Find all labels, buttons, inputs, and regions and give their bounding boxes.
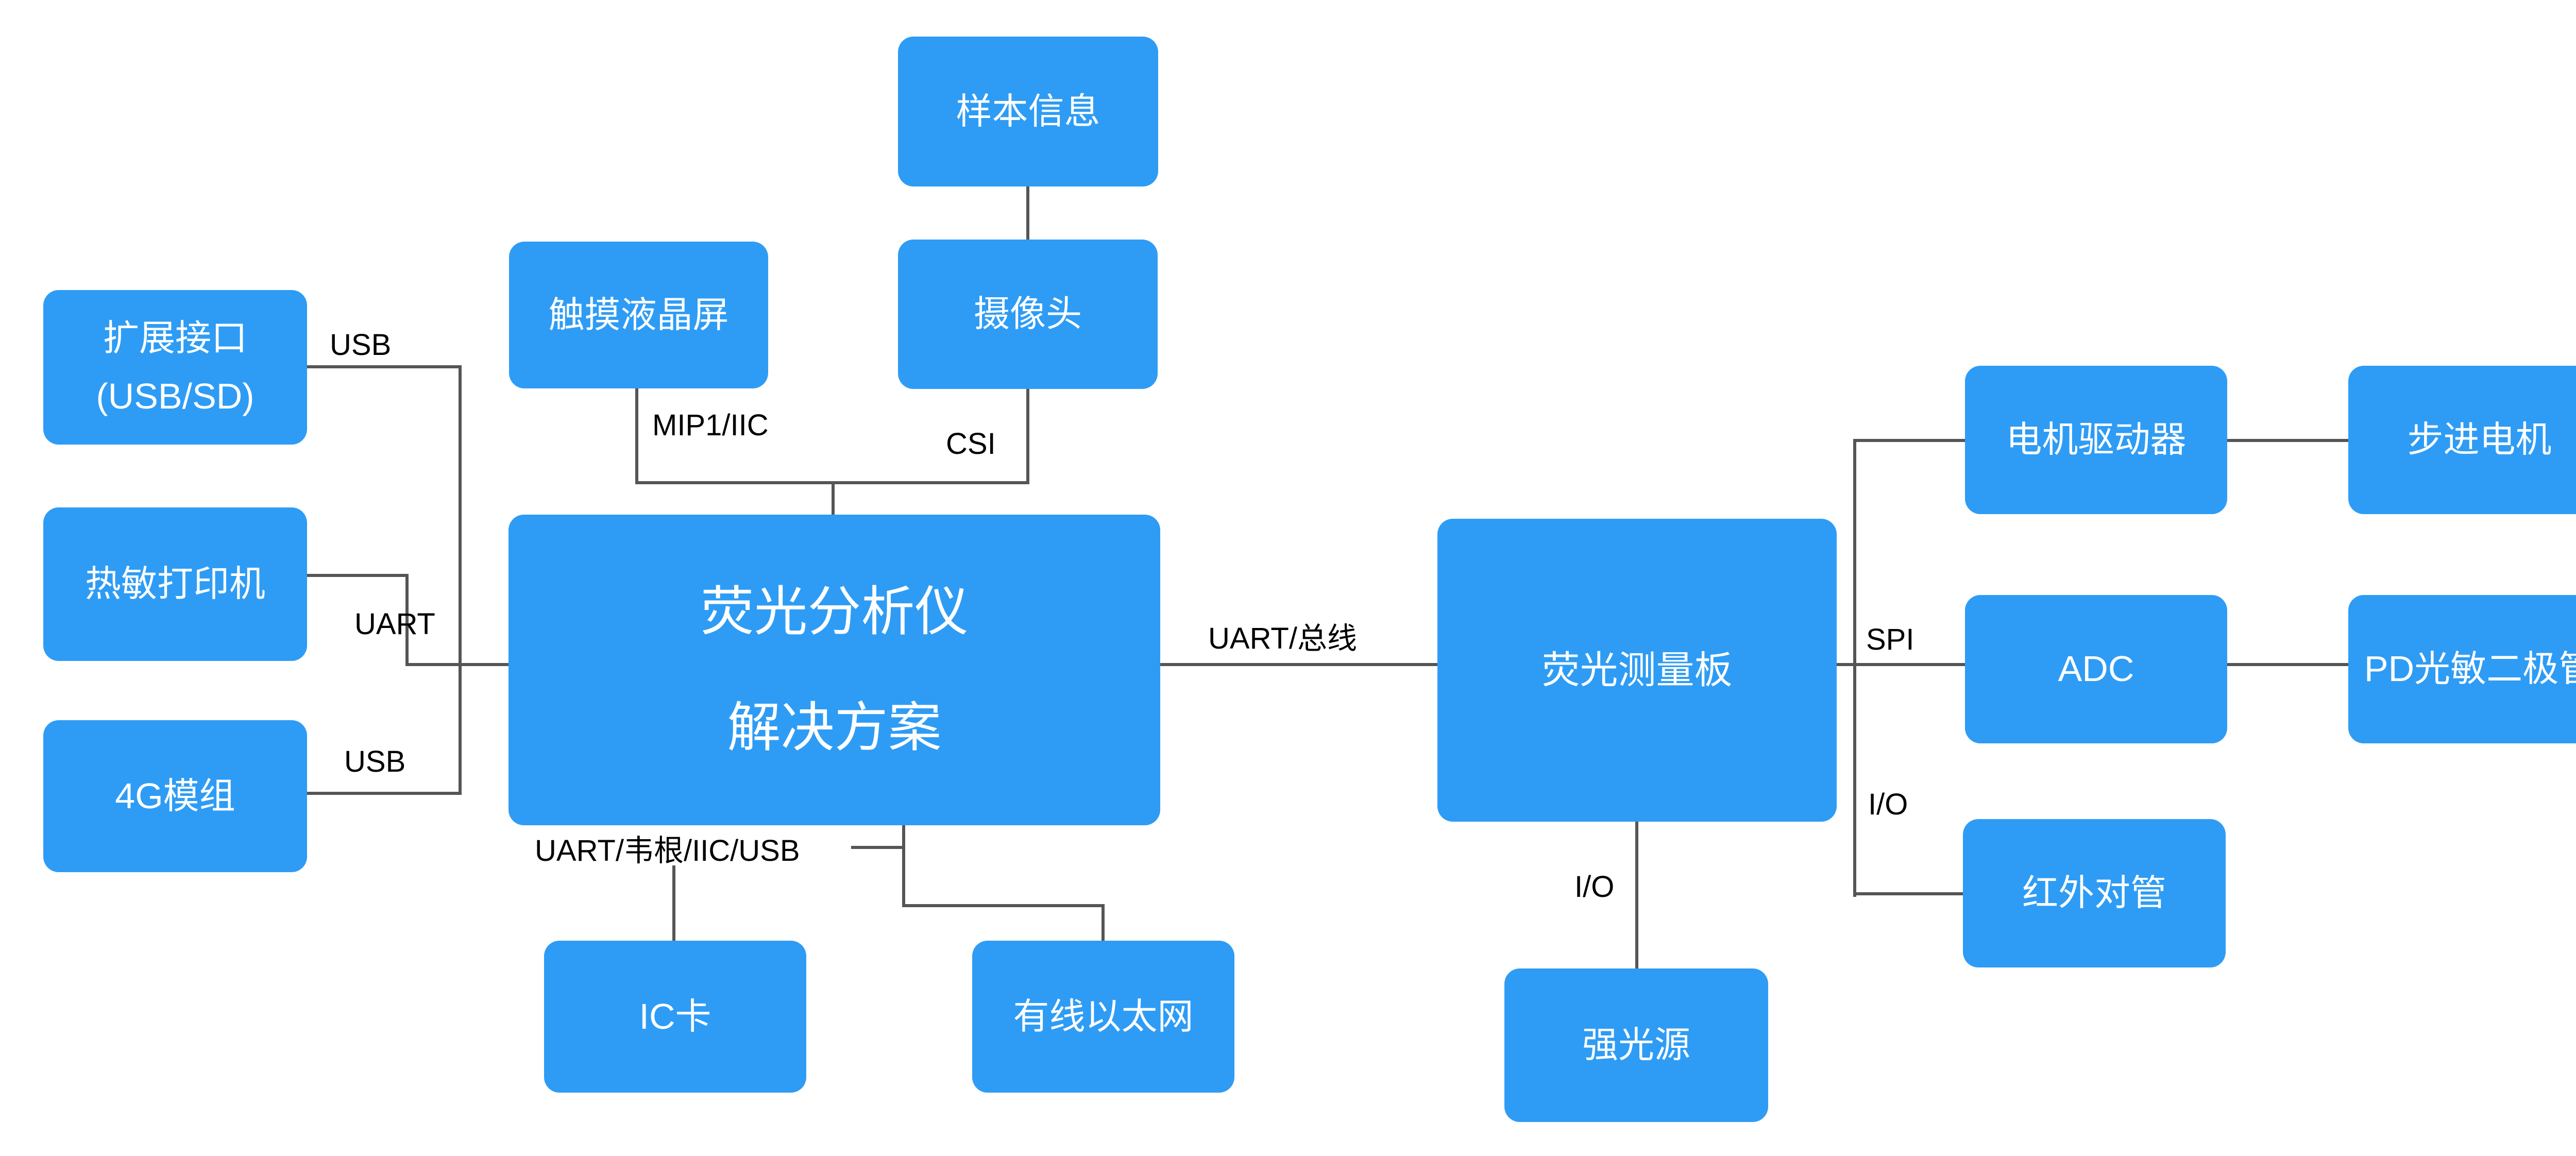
- edge-label-uart-wiegand-iic-usb: UART/韦根/IIC/USB: [535, 834, 800, 868]
- node-label: 4G模组: [115, 775, 235, 816]
- node-ic-card: IC卡: [544, 941, 806, 1093]
- connector-segment: [832, 481, 835, 516]
- node-fluorescence-measurement-board: 荧光测量板: [1437, 519, 1837, 822]
- connector-segment: [1635, 822, 1638, 970]
- node-label: 步进电机: [2407, 419, 2552, 460]
- edge-label-spi: SPI: [1866, 623, 1914, 656]
- connector-segment: [459, 365, 462, 795]
- connector-segment: [307, 574, 409, 577]
- node-sample-info: 样本信息: [898, 37, 1158, 186]
- connector-segment: [635, 388, 638, 484]
- node-label: 有线以太网: [1013, 996, 1194, 1036]
- node-label: 荧光测量板: [1541, 648, 1733, 691]
- connector-segment: [307, 365, 462, 368]
- node-adc: ADC: [1965, 595, 2227, 743]
- node-4g-module: 4G模组: [43, 720, 307, 872]
- connector-segment: [672, 865, 675, 942]
- edge-label-mipi-iic: MIP1/IIC: [652, 409, 769, 442]
- connector-segment: [851, 846, 905, 849]
- node-label: ADC: [2058, 649, 2134, 689]
- node-label-line2: 解决方案: [727, 698, 942, 758]
- connector-segment: [405, 663, 511, 666]
- node-motor-driver: 电机驱动器: [1965, 366, 2227, 514]
- edge-label-io-right: I/O: [1868, 788, 1908, 821]
- connector-segment: [2227, 439, 2348, 442]
- node-label: 强光源: [1582, 1025, 1690, 1065]
- connector-segment: [1855, 892, 1963, 895]
- node-pd-photodiode: PD光敏二极管: [2348, 595, 2576, 743]
- connector-segment: [1026, 186, 1029, 241]
- connector-segment: [902, 904, 1105, 907]
- node-label-line2: (USB/SD): [96, 376, 255, 416]
- node-label: IC卡: [639, 996, 711, 1036]
- node-expansion-interface: 扩展接口 (USB/SD): [43, 290, 307, 445]
- node-thermal-printer: 热敏打印机: [43, 507, 307, 661]
- connector-segment: [1836, 663, 1965, 666]
- connector-segment: [1160, 663, 1438, 666]
- connector-segment: [307, 792, 462, 795]
- node-touchscreen: 触摸液晶屏: [509, 242, 768, 388]
- node-label: 红外对管: [2022, 873, 2166, 913]
- node-label: 摄像头: [974, 294, 1082, 334]
- node-label: 触摸液晶屏: [548, 294, 729, 335]
- node-label: 电机驱动器: [2006, 419, 2187, 460]
- connector-segment: [1853, 439, 1856, 897]
- edge-label-usb-top: USB: [330, 328, 392, 362]
- edge-label-csi: CSI: [946, 427, 996, 461]
- connector-segment: [1101, 904, 1105, 942]
- connector-segment: [1855, 439, 1965, 442]
- connector-segment: [1026, 389, 1029, 484]
- node-camera: 摄像头: [898, 240, 1158, 389]
- connector-segment: [2227, 663, 2348, 666]
- edge-label-uart-left: UART: [354, 607, 435, 641]
- node-fluorescence-analyzer-solution: 荧光分析仪 解决方案: [509, 515, 1160, 825]
- connector-segment: [405, 574, 409, 666]
- node-infrared-pair: 红外对管: [1963, 819, 2226, 967]
- edge-label-usb-bottom: USB: [344, 745, 406, 778]
- node-label: 样本信息: [956, 91, 1100, 131]
- connector-segment: [902, 825, 905, 907]
- node-strong-light-source: 强光源: [1504, 968, 1768, 1122]
- node-stepper-motor: 步进电机: [2348, 366, 2576, 514]
- edge-label-io-bottom: I/O: [1574, 870, 1615, 904]
- node-label: 荧光分析仪: [700, 582, 969, 642]
- node-label: 扩展接口: [103, 317, 247, 358]
- node-wired-ethernet: 有线以太网: [972, 941, 1234, 1093]
- node-label: 热敏打印机: [85, 564, 265, 604]
- edge-label-uart-bus: UART/总线: [1208, 622, 1357, 655]
- node-label: PD光敏二极管: [2364, 649, 2576, 689]
